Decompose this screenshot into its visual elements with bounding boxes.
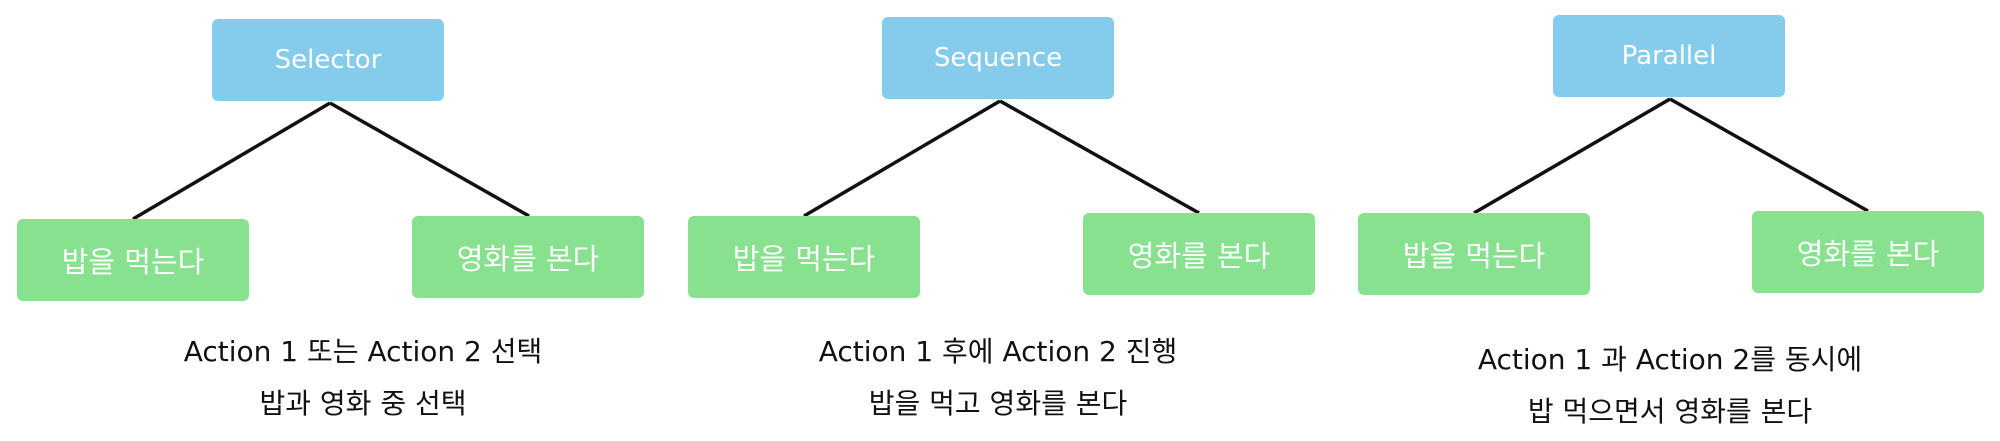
selector-caption-line-2: 밥과 영화 중 선택 [259,387,467,420]
parallel-caption: Action 1 과 Action 2를 동시에 밥 먹으면서 영화를 본다 [1370,334,1970,438]
parallel-child-movie-node: 영화를 본다 [1752,211,1984,293]
edge-sequence-left [803,99,1001,218]
selector-node: Selector [212,19,444,101]
parallel-caption-line-1: Action 1 과 Action 2를 동시에 [1477,343,1863,376]
edge-parallel-left [1473,97,1671,215]
sequence-caption-line-2: 밥을 먹고 영화를 본다 [868,387,1128,420]
sequence-child-eat-node: 밥을 먹는다 [688,216,920,298]
edge-selector-left [132,101,331,221]
edge-selector-right [329,101,530,218]
sequence-node: Sequence [882,17,1114,99]
sequence-child-movie-node: 영화를 본다 [1083,213,1315,295]
selector-caption-line-1: Action 1 또는 Action 2 선택 [183,335,543,368]
edge-sequence-right [999,99,1200,215]
sequence-caption-line-1: Action 1 후에 Action 2 진행 [818,335,1178,368]
sequence-caption: Action 1 후에 Action 2 진행 밥을 먹고 영화를 본다 [698,326,1298,430]
selector-child-eat-node: 밥을 먹는다 [17,219,249,301]
selector-caption: Action 1 또는 Action 2 선택 밥과 영화 중 선택 [63,326,663,430]
parallel-child-eat-node: 밥을 먹는다 [1358,213,1590,295]
parallel-caption-line-2: 밥 먹으면서 영화를 본다 [1527,395,1813,428]
edge-parallel-right [1669,97,1869,213]
selector-child-movie-node: 영화를 본다 [412,216,644,298]
parallel-node: Parallel [1553,15,1785,97]
